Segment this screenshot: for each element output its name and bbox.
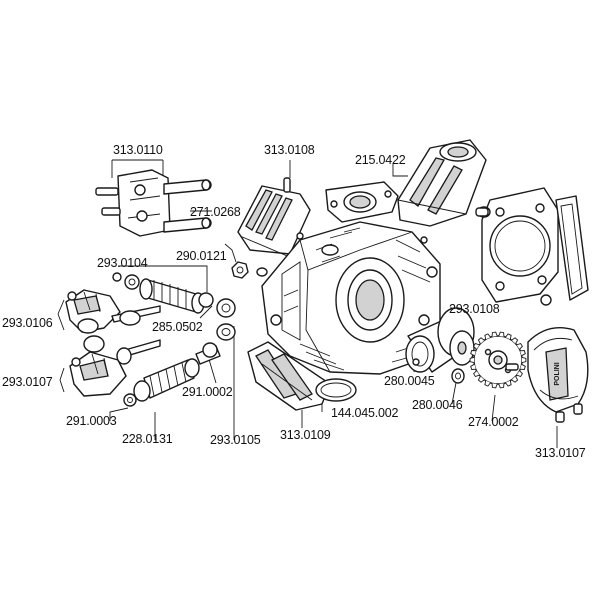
rocker-bracket-313-0110 [95,169,171,237]
head-gasket [475,187,559,303]
part-label-271-0268: 271.0268 [190,205,241,219]
sprocket-tooth [520,350,526,357]
sprocket-tooth [505,333,512,340]
chain-tunnel-gasket [540,195,589,306]
part-label-313-0107: 313.0107 [535,446,586,460]
sprocket-tooth [470,350,476,357]
sprocket-tooth [516,342,523,350]
part-label-313-0110: 313.0110 [113,143,163,157]
part-label-290-0121: 290.0121 [176,249,227,263]
rocker-arm-293-0106 [65,289,121,334]
part-label-293-0104: 293.0104 [97,256,148,270]
part-label-228-0131: 228.0131 [122,432,173,446]
part-label-285-0502: 285.0502 [152,320,203,334]
rocker-arm-293-0107 [69,335,127,397]
o-ring-144-045-002 [315,378,357,402]
head-bolts [296,232,428,366]
valve-cover-313-0108 [237,177,311,259]
part-label-293-0106: 293.0106 [2,316,53,330]
cam-bearing-280-0046 [451,368,465,384]
sprocket-tooth [473,370,480,378]
intake-flange [325,181,399,223]
part-label-280-0045: 280.0045 [384,374,435,388]
sprocket-tooth [477,376,485,383]
valve-stem-lower [116,339,161,365]
sprocket-tooth [469,356,475,364]
sprocket-tooth [498,383,505,389]
sprocket-tooth [505,380,512,387]
sprocket-tooth [520,363,526,370]
part-label-293-0105: 293.0105 [210,433,261,447]
part-label-144-045-002: 144.045.002 [331,406,399,420]
sprocket-tooth [477,337,485,344]
nut-290-0121 [231,261,268,279]
sprocket-tooth [511,337,519,344]
valve-cap-291-0002 [195,323,236,365]
valve-stem [111,305,161,326]
side-cover-313-0107: POLINI [527,327,589,423]
part-label-293-0107: 293.0107 [2,375,53,389]
cylinder-head [261,221,441,375]
cam-sprocket-274-0002 [469,331,527,389]
sprocket-tooth [484,380,491,387]
rocker-shafts-271-0268 [163,179,212,233]
sprocket-tooth [491,331,498,337]
sprocket-tooth [470,363,476,370]
cover-logo-text: POLINI [554,362,561,385]
sprocket-tooth [498,331,505,337]
sprocket-tooth [484,333,491,340]
sprocket-tooth [491,383,498,389]
sprocket-tooth [521,356,527,364]
part-label-313-0109: 313.0109 [280,428,331,442]
lower-cover-313-0109 [247,341,331,411]
part-label-291-0002: 291.0002 [182,385,233,399]
sprocket-tooth [511,376,519,383]
valve-spring-228-0131 [123,358,200,407]
part-label-274-0002: 274.0002 [468,415,519,429]
part-label-215-0422: 215.0422 [355,153,406,167]
part-label-293-0108: 293.0108 [449,302,500,316]
part-label-291-0003: 291.0003 [66,414,117,428]
sprocket-tooth [473,342,480,350]
valve-cap-285-0502 [198,292,236,318]
part-label-280-0046: 280.0046 [412,398,463,412]
part-label-313-0108: 313.0108 [264,143,315,157]
sprocket-tooth [516,370,523,378]
intake-manifold-215-0422 [397,139,487,227]
